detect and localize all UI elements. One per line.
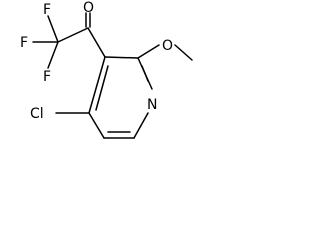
- bond-cf3-f1: [47, 15, 59, 43]
- bond-ring-o-methoxy: [137, 44, 160, 59]
- bond-ring-c4-c3: [88, 56, 106, 114]
- atom-f3: F: [43, 69, 51, 85]
- bond-cf3-f3: [47, 41, 59, 69]
- atom-o-methoxy: O: [162, 38, 173, 54]
- atom-n-ring: N: [147, 97, 157, 113]
- atom-o-carbonyl: O: [83, 0, 94, 16]
- bond-methoxy-ch3: [174, 44, 193, 61]
- bond-ring-c3-c2: [104, 56, 139, 59]
- bond-carbonyl-ring: [87, 27, 106, 58]
- bond-ring-c4-c3-inner: [95, 65, 109, 111]
- molecule-structure: F F F O O N Cl: [20, 0, 193, 139]
- bond-ring-c5-c4: [88, 112, 105, 139]
- atom-cl: Cl: [30, 106, 44, 122]
- bond-cf3-carbonyl: [57, 27, 89, 43]
- atom-f2: F: [20, 35, 28, 51]
- bond-ring-n-c6: [133, 112, 149, 139]
- structure-canvas: F F F O O N Cl: [0, 0, 210, 157]
- bond-ring-c2-n-inner: [141, 65, 149, 82]
- atom-f1: F: [43, 2, 51, 18]
